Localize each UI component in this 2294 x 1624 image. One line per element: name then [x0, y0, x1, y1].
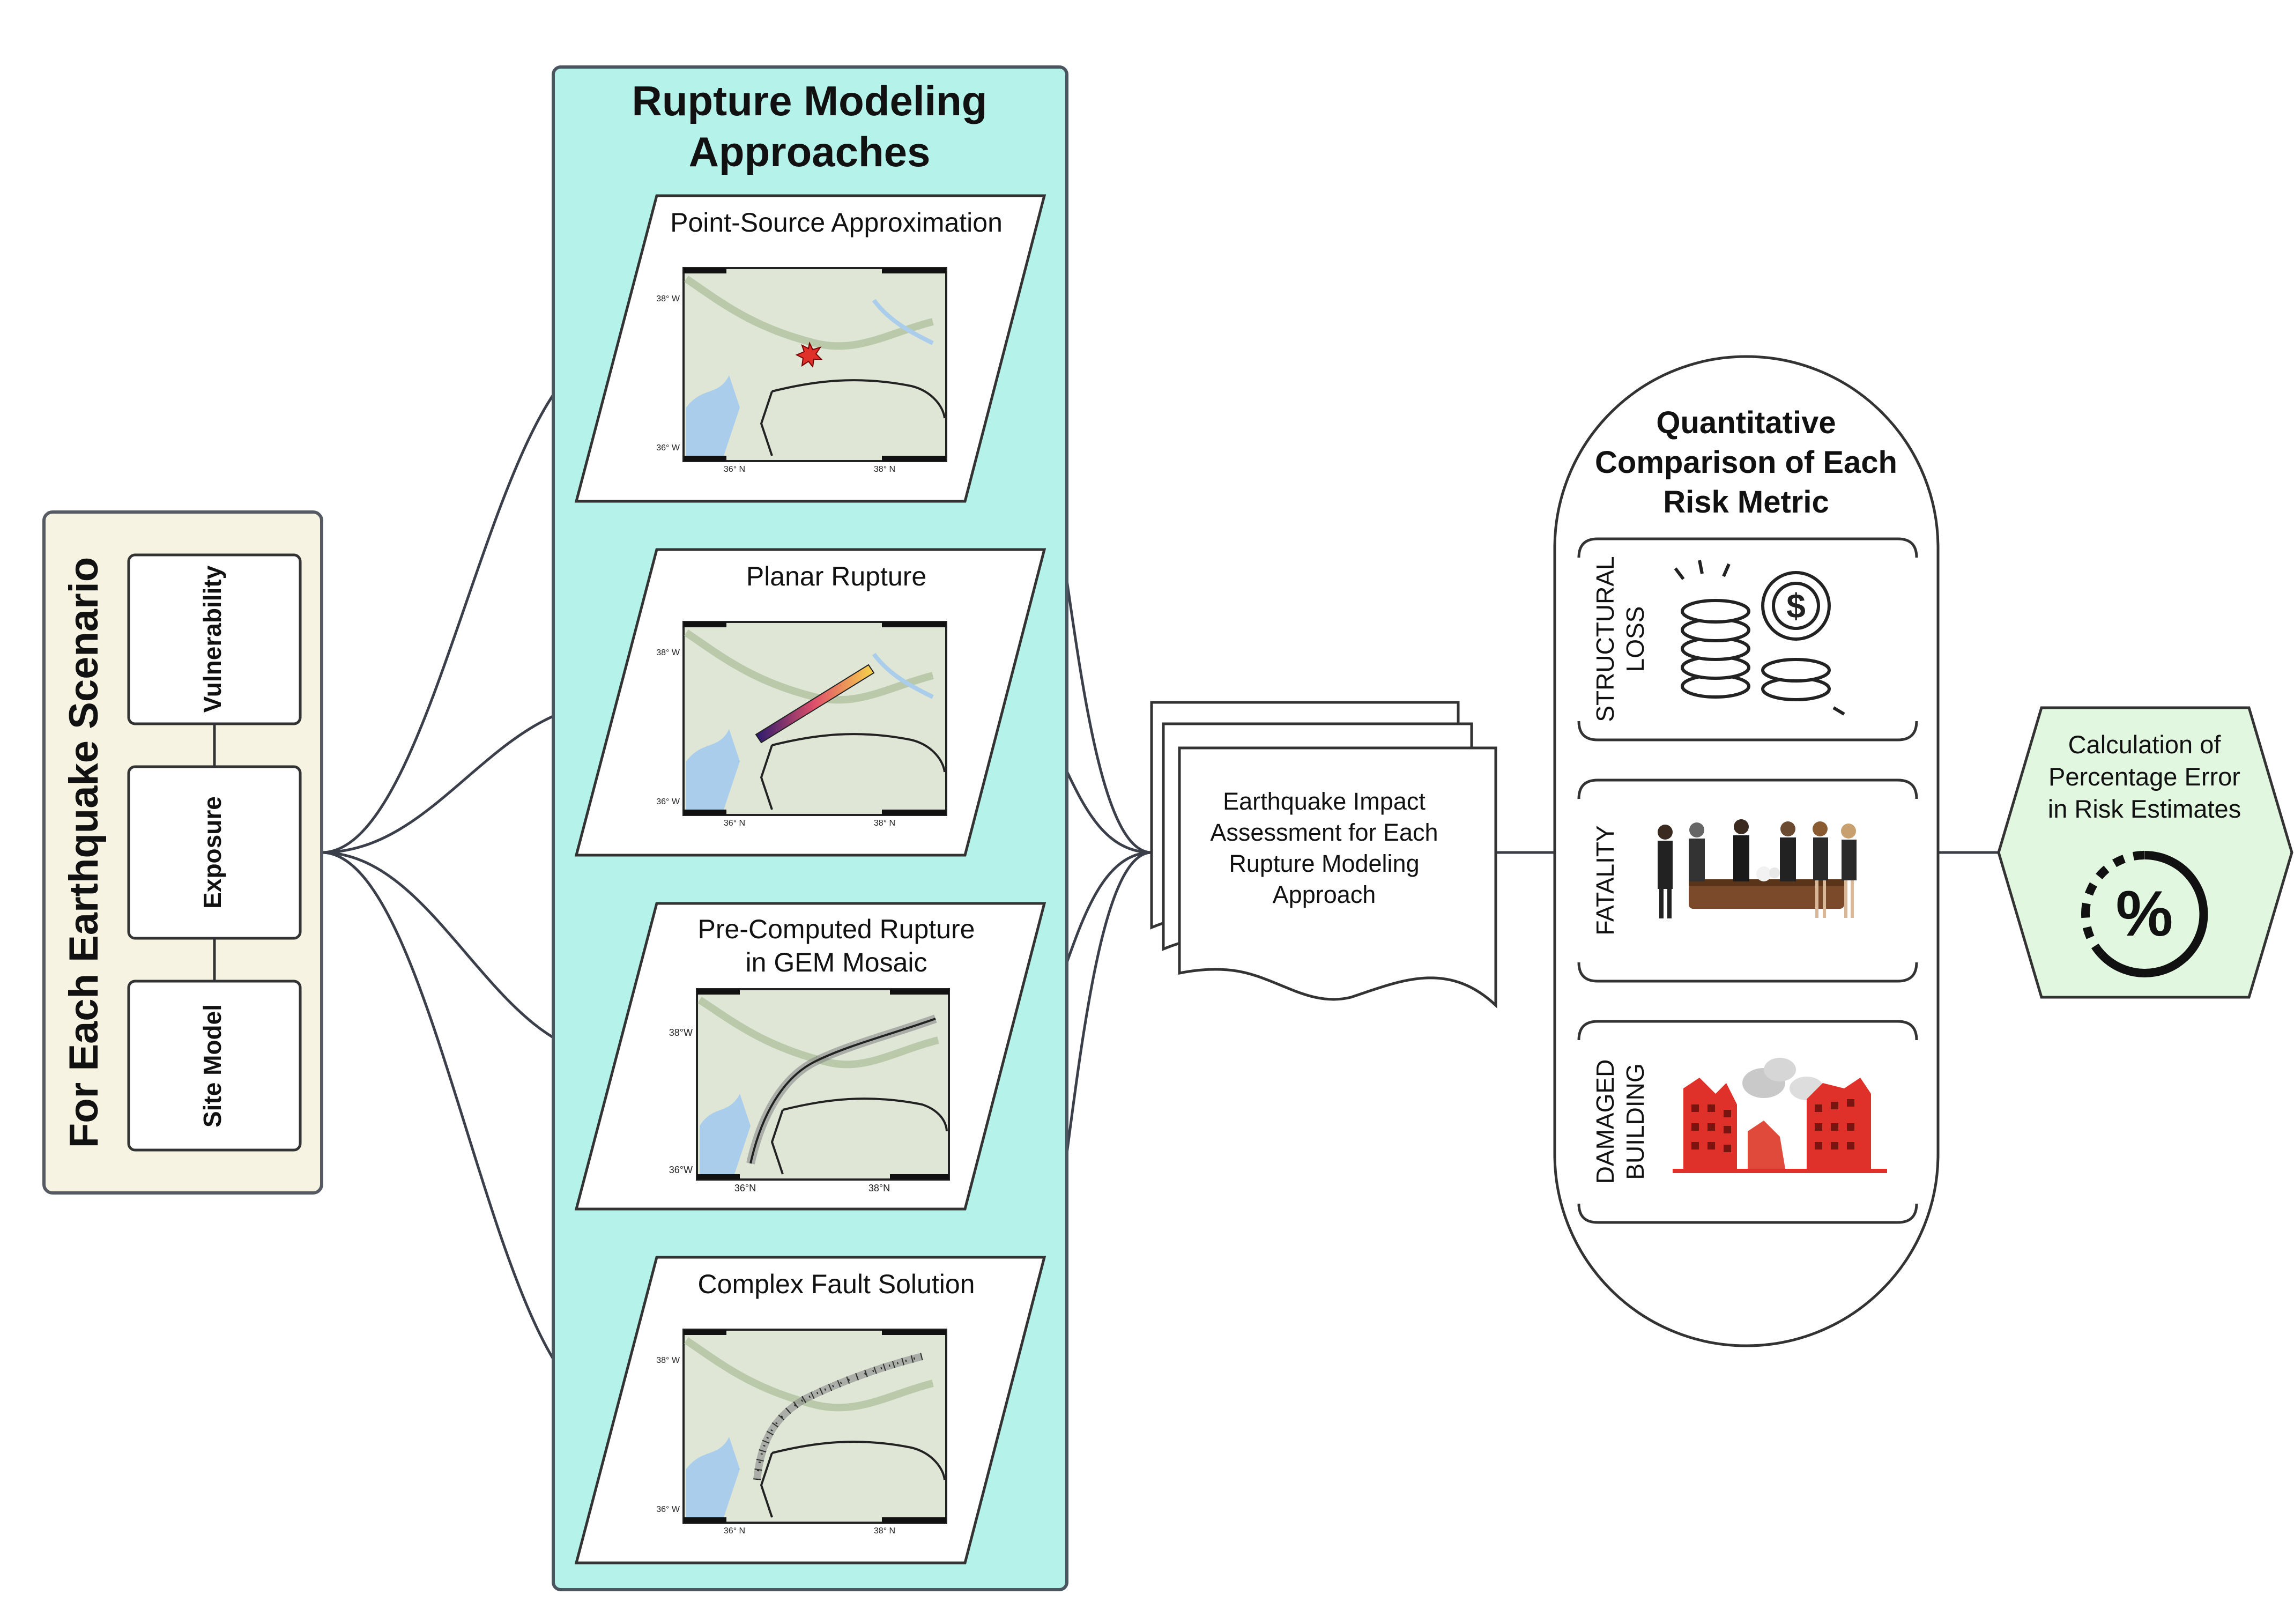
approach-gem-mosaic-label-line2: in GEM Mosaic: [746, 947, 927, 977]
metric-structural-loss-line2: LOSS: [1621, 606, 1649, 672]
comparison-panel: Quantitative Comparison of Each Risk Met…: [1553, 355, 1940, 1347]
coins-icon: $: [1674, 560, 1845, 716]
scenario-panel: For Each Earthquake Scenario Vulnerabili…: [42, 510, 323, 1195]
metric-fatality: FATALITY: [1577, 778, 1918, 983]
svg-text:38°W: 38°W: [669, 1027, 693, 1038]
result-line-3: in Risk Estimates: [2048, 795, 2241, 823]
approach-gem-mosaic-label-line1: Pre-Computed Rupture: [698, 914, 975, 944]
approach-complex-fault-label: Complex Fault Solution: [698, 1269, 975, 1299]
rupture-title-line1: Rupture Modeling: [632, 77, 988, 124]
impact-line-3: Rupture Modeling: [1229, 850, 1419, 877]
approach-complex-fault: Complex Fault Solution 38° W 36° W 36° N…: [574, 1256, 1046, 1564]
epicenter-star-icon: [795, 341, 823, 368]
svg-text:38° N: 38° N: [874, 465, 895, 474]
impact-line-4: Approach: [1273, 881, 1376, 908]
map-point-source: 38° W 36° W 36° N 38° N: [656, 267, 947, 474]
planar-rupture-plane: [755, 664, 875, 744]
svg-text:38° N: 38° N: [874, 1526, 895, 1536]
approach-planar-rupture-label: Planar Rupture: [746, 561, 926, 591]
percent-icon: %: [2081, 850, 2208, 977]
map-gem-mosaic: 38°W 36°W 36°N 38°N: [669, 988, 950, 1193]
svg-text:38° W: 38° W: [656, 294, 680, 303]
vulnerability-label: Vulnerability: [198, 565, 226, 713]
site-model-box: Site Model: [127, 980, 302, 1152]
impact-assessment: Earthquake Impact Assessment for Each Ru…: [1150, 701, 1497, 1008]
metric-fatality-label: FATALITY: [1591, 825, 1619, 935]
svg-text:38° W: 38° W: [656, 1356, 680, 1365]
exposure-label: Exposure: [198, 796, 226, 909]
svg-text:36° N: 36° N: [724, 465, 745, 474]
map-planar-rupture: 38° W 36° W 36° N 38° N: [656, 621, 947, 828]
vulnerability-box: Vulnerability: [127, 553, 302, 725]
damaged-building-icon: [1673, 1058, 1887, 1173]
metric-damaged-building-line2: BUILDING: [1621, 1063, 1649, 1180]
svg-text:36° W: 36° W: [656, 1505, 680, 1514]
impact-line-2: Assessment for Each: [1210, 819, 1438, 846]
svg-text:36° N: 36° N: [724, 819, 745, 828]
result-line-1: Calculation of: [2068, 730, 2222, 759]
svg-text:36° W: 36° W: [656, 443, 680, 453]
funeral-icon: [1658, 819, 1857, 918]
svg-text:38° W: 38° W: [656, 648, 680, 657]
metric-structural-loss: STRUCTURAL LOSS $: [1577, 537, 1918, 741]
impact-line-1: Earthquake Impact: [1223, 788, 1426, 815]
svg-text:36° N: 36° N: [724, 1526, 745, 1536]
metric-damaged-building: DAMAGED BUILDING: [1577, 1020, 1918, 1224]
svg-text:36°W: 36°W: [669, 1165, 693, 1175]
map-complex-fault: 38° W 36° W 36° N 38° N: [656, 1329, 947, 1536]
comparison-title-line3: Risk Metric: [1663, 485, 1829, 520]
svg-text:38°N: 38°N: [868, 1183, 890, 1193]
percent-symbol: %: [2116, 878, 2173, 950]
svg-text:36°N: 36°N: [734, 1183, 756, 1193]
svg-text:38° N: 38° N: [874, 819, 895, 828]
metric-damaged-building-line1: DAMAGED: [1591, 1059, 1619, 1184]
comparison-title-line1: Quantitative: [1656, 405, 1836, 440]
site-model-label: Site Model: [198, 1004, 226, 1128]
result-line-2: Percentage Error: [2048, 762, 2240, 791]
dollar-sign-icon: $: [1786, 587, 1806, 625]
exposure-box: Exposure: [127, 765, 302, 940]
rupture-title-line2: Approaches: [689, 128, 931, 175]
approach-planar-rupture: Planar Rupture 38° W 36° W 36° N 38° N: [574, 548, 1046, 857]
metric-structural-loss-line1: STRUCTURAL: [1591, 556, 1619, 722]
result-hexagon: Calculation of Percentage Error in Risk …: [1997, 706, 2293, 999]
scenario-title: For Each Earthquake Scenario: [61, 557, 107, 1148]
svg-text:36° W: 36° W: [656, 797, 680, 806]
approach-gem-mosaic: Pre-Computed Rupture in GEM Mosaic 38°W …: [574, 902, 1046, 1211]
approach-point-source-label: Point-Source Approximation: [670, 207, 1003, 238]
approach-point-source: Point-Source Approximation 38° W 36° W 3…: [574, 194, 1046, 503]
comparison-title-line2: Comparison of Each: [1595, 445, 1897, 480]
